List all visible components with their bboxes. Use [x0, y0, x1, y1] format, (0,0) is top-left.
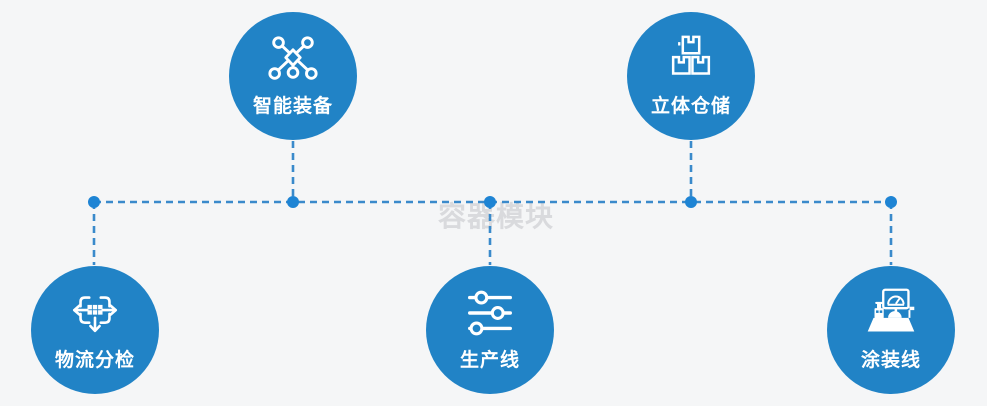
watermark-text: 容器模块	[437, 200, 555, 233]
control-console-icon	[867, 288, 915, 332]
junction-dot	[287, 196, 299, 208]
junction-dot	[484, 196, 496, 208]
node-label: 智能装备	[252, 95, 333, 117]
node-vertical-warehouse[interactable]: 立体仓储	[627, 12, 755, 140]
node-label: 立体仓储	[650, 95, 731, 117]
junction-dot	[885, 196, 897, 208]
node-production-line[interactable]: 生产线	[426, 266, 554, 394]
node-label: 涂装线	[860, 349, 921, 371]
stacked-boxes-icon	[671, 35, 711, 75]
node-logistics-sorting[interactable]: 物流分检	[31, 266, 159, 394]
sorting-box-arrows-icon	[72, 296, 118, 333]
node-smart-equipment[interactable]: 智能装备	[229, 12, 357, 140]
network-nodes-icon	[268, 36, 318, 80]
sliders-icon	[468, 290, 512, 336]
node-painting-line[interactable]: 涂装线	[827, 266, 955, 394]
junction-dot	[88, 196, 100, 208]
node-label: 物流分检	[54, 349, 135, 371]
junction-dot	[685, 196, 697, 208]
node-label: 生产线	[459, 349, 520, 371]
